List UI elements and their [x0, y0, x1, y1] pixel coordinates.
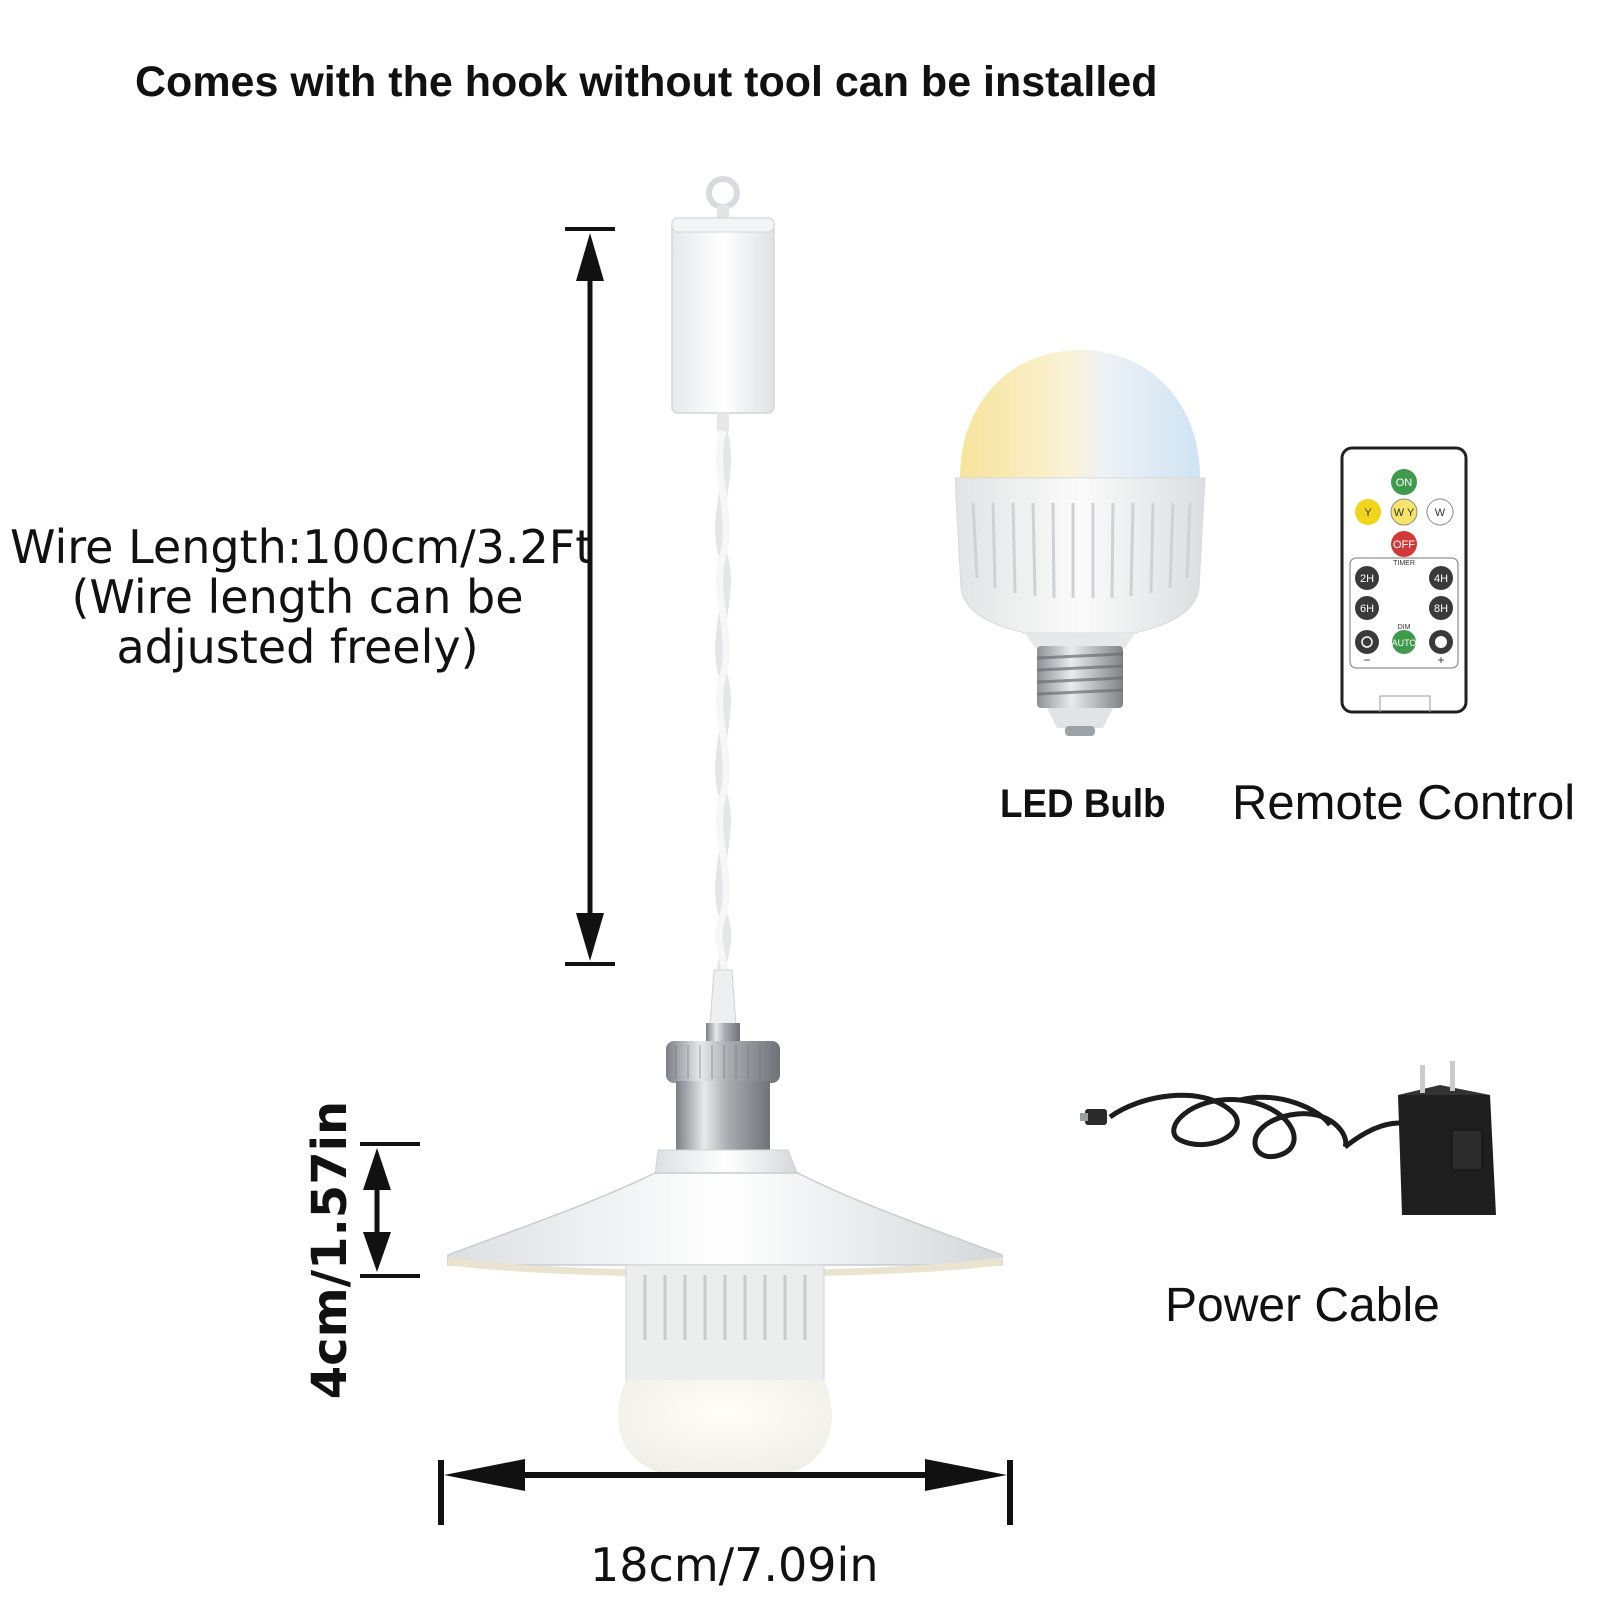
headline: Comes with the hook without tool can be … — [135, 58, 1158, 106]
shade-height-text: 4cm/1.57in — [302, 1100, 358, 1400]
shade-width-arrow — [438, 1459, 1013, 1525]
wire-length-arrow — [565, 227, 615, 966]
led-bulb-icon — [955, 350, 1206, 736]
remote-auto-text: AUTO — [1392, 638, 1417, 648]
remote-minus-text: − — [1363, 653, 1370, 667]
remote-control-label: Remote Control — [1232, 776, 1576, 830]
remote-4h-text: 4H — [1434, 573, 1448, 585]
wire-length-label: Wire Length:100cm/3.2Ft (Wire length can… — [10, 520, 594, 674]
led-bulb-label: LED Bulb — [1000, 782, 1166, 826]
remote-2h-text: 2H — [1360, 573, 1374, 585]
power-cable-label: Power Cable — [1165, 1279, 1440, 1332]
remote-control-icon: ON Y W Y W OFF TIMER 2H 4H 6H 8H DIM AUT… — [1340, 446, 1468, 714]
remote-y-text: Y — [1364, 507, 1372, 519]
pendant-lamp-icon — [447, 176, 1003, 1475]
remote-w-text: W — [1435, 507, 1446, 519]
shade-height-arrow — [360, 1142, 420, 1278]
remote-timer-text: TIMER — [1393, 560, 1415, 567]
wire-length-line-1: Wire Length:100cm/3.2Ft — [10, 520, 594, 574]
power-adapter-icon — [1080, 1061, 1496, 1215]
hook-icon — [706, 176, 740, 220]
wire-length-line-3: adjusted freely) — [116, 620, 479, 674]
remote-8h-text: 8H — [1434, 603, 1448, 615]
remote-dim-text: DIM — [1398, 624, 1411, 631]
remote-plus-text: + — [1437, 653, 1444, 667]
wire-length-line-2: (Wire length can be — [71, 570, 524, 624]
remote-on-text: ON — [1396, 477, 1413, 489]
remote-wy-text: W Y — [1394, 507, 1415, 519]
remote-6h-text: 6H — [1360, 603, 1374, 615]
shade-width-label: 18cm/7.09in — [590, 1538, 879, 1592]
remote-off-text: OFF — [1393, 539, 1415, 551]
shade-height-label: 4cm/1.57in — [300, 1101, 360, 1399]
